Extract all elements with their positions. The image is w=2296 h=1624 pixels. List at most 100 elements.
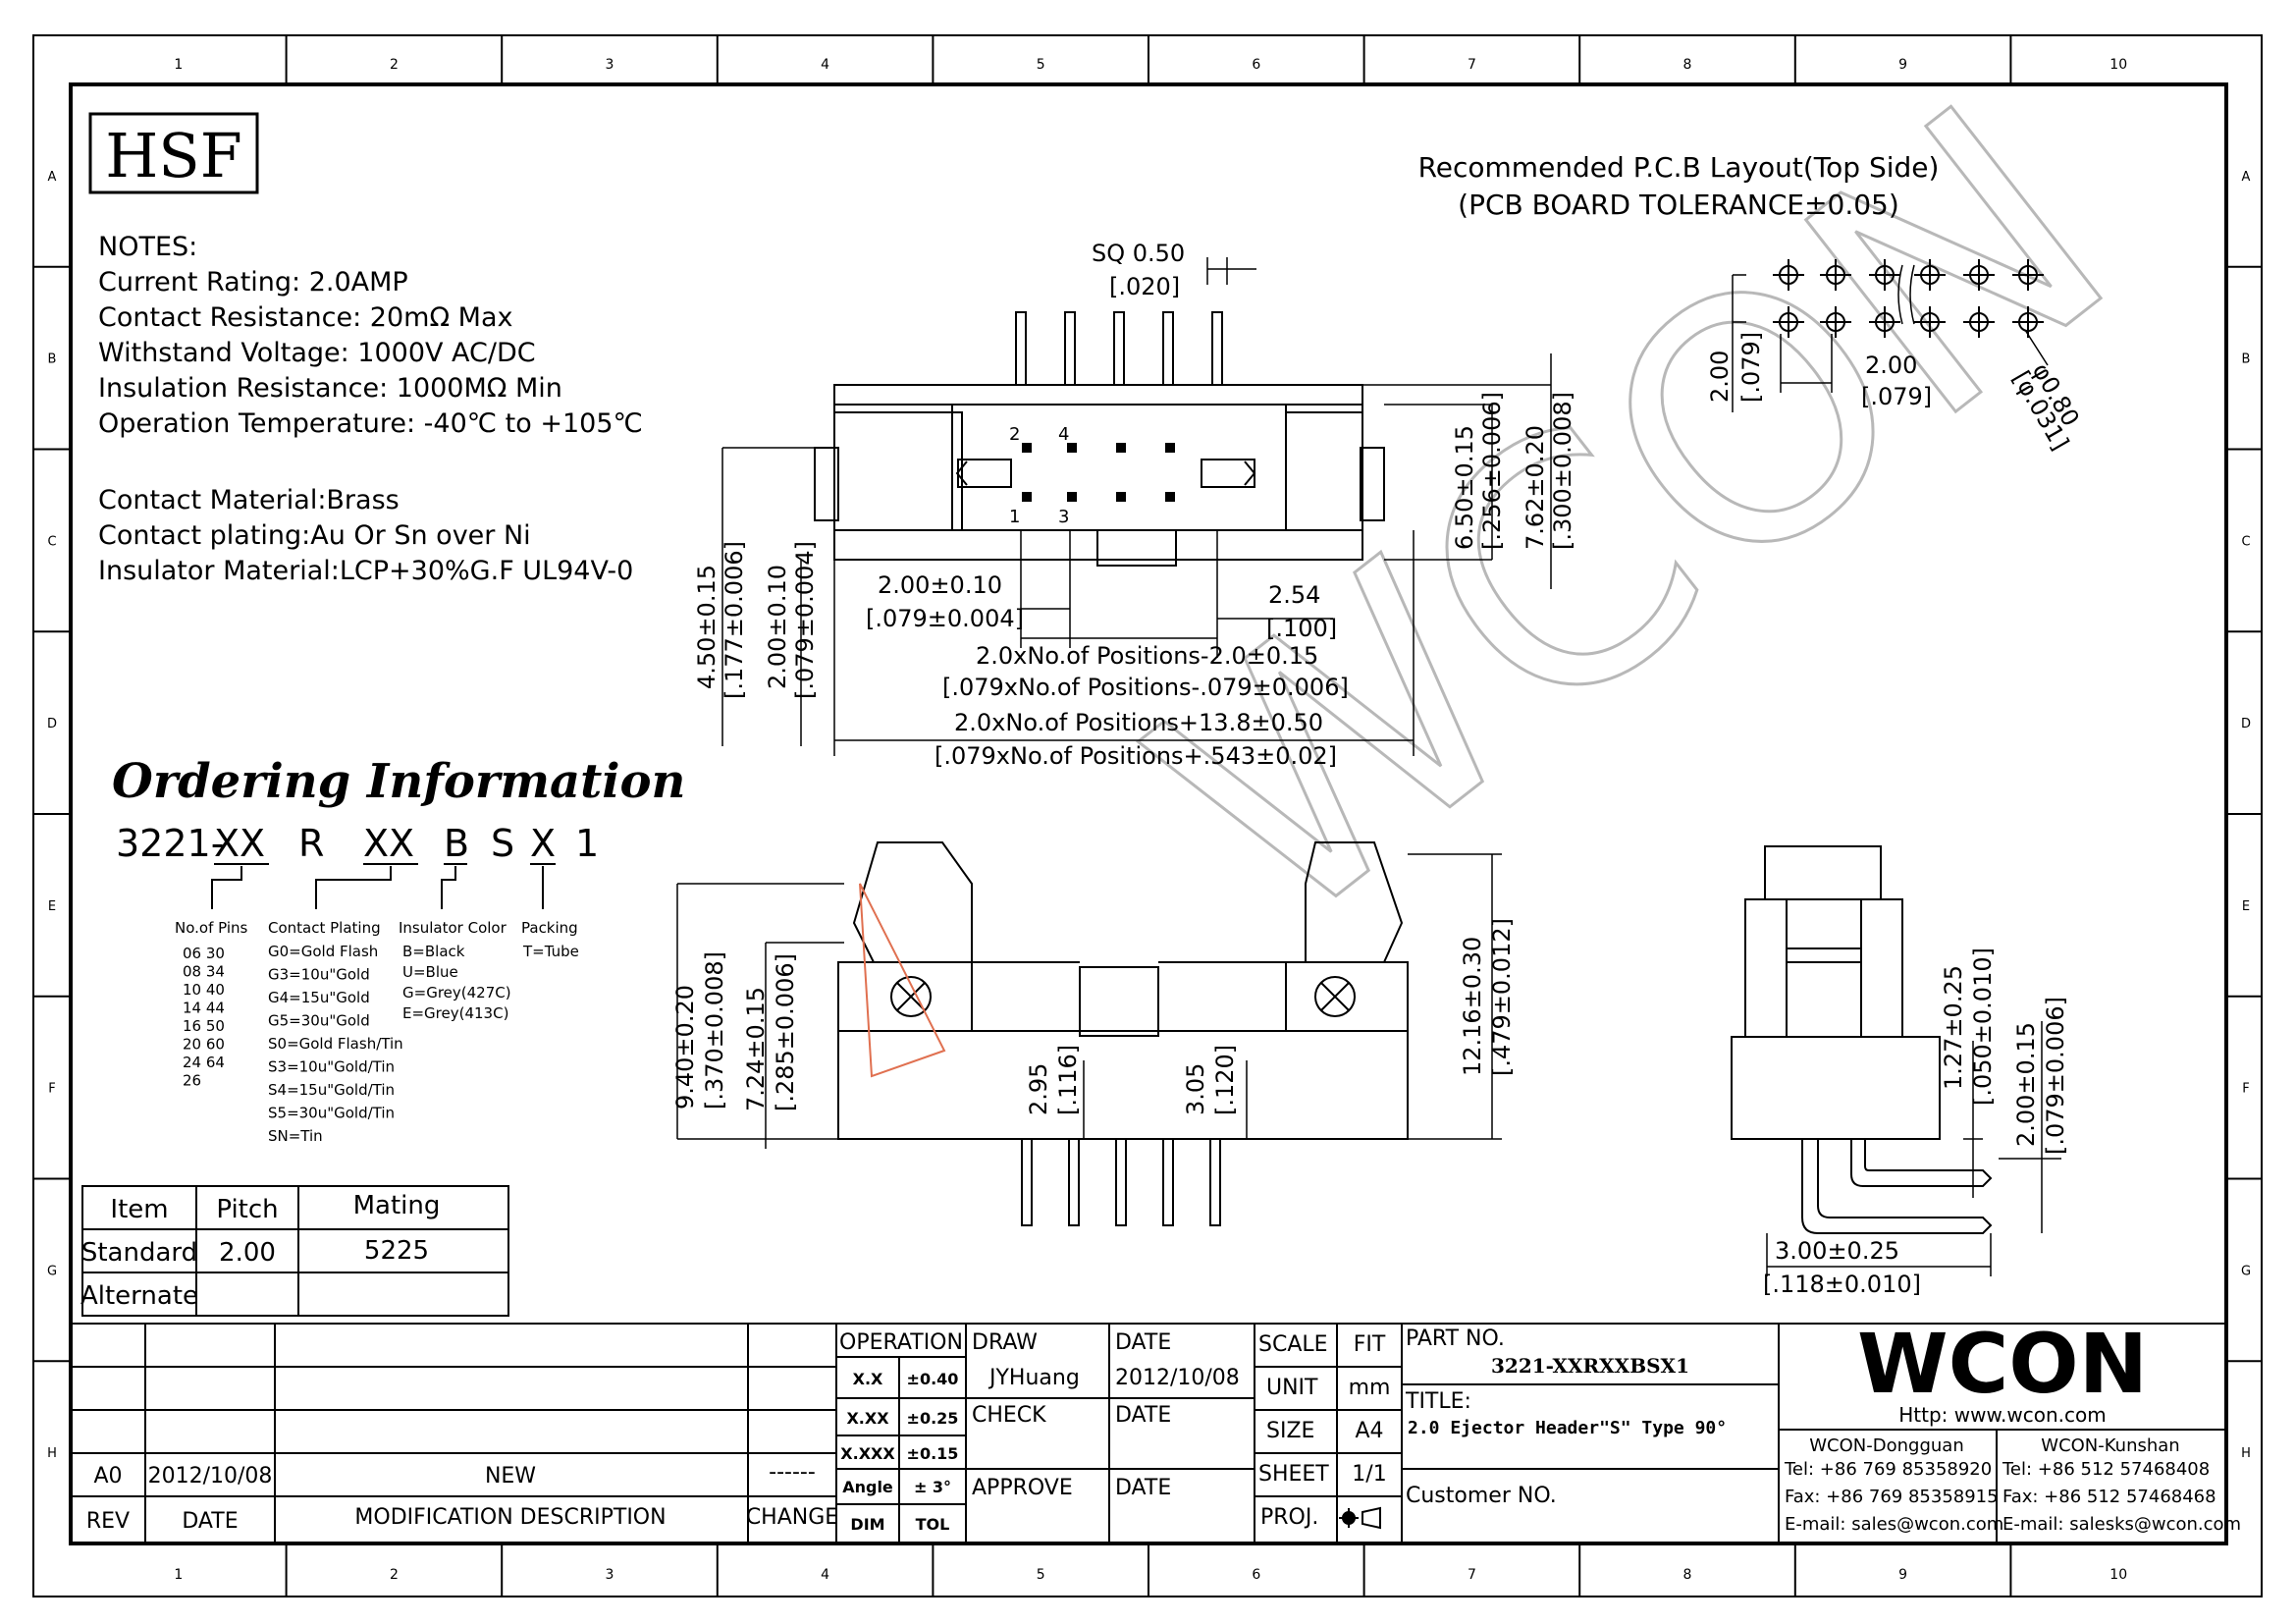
ordering-option: G0=Gold Flash — [268, 943, 378, 960]
mating-header-pitch: Pitch — [216, 1195, 278, 1224]
change-head: CHANGE — [746, 1505, 838, 1530]
frame-col-label: 4 — [821, 1567, 829, 1583]
ordering-option: 16 50 — [183, 1017, 225, 1035]
ordering-option: S5=30u"Gold/Tin — [268, 1105, 395, 1122]
note-line: Contact plating:Au Or Sn over Ni — [98, 520, 531, 551]
dim-940-in: [.370±0.008] — [701, 951, 728, 1110]
mating-cell: Standard — [81, 1238, 197, 1268]
frame-col-label: 9 — [1898, 1567, 1907, 1583]
rev-desc: NEW — [485, 1464, 536, 1489]
dim-h1-in: [.256±0.006] — [1478, 392, 1506, 550]
ordering-option: G5=30u"Gold — [268, 1012, 370, 1030]
ks-fax: Fax: +86 512 57468468 — [2002, 1487, 2216, 1507]
frame-row-label: A — [2242, 170, 2251, 185]
ejector-highlight — [859, 883, 946, 1078]
note-line: Insulator Material:LCP+30%G.F UL94V-0 — [98, 556, 633, 586]
pin — [1064, 311, 1076, 386]
frame-col-label: 7 — [1468, 1567, 1476, 1583]
frame-row-label: F — [48, 1082, 55, 1097]
proj-label: PROJ. — [1260, 1505, 1318, 1530]
code-packing: X — [530, 822, 556, 865]
dim-305-in: [.120] — [1211, 1045, 1239, 1115]
ordering-option: 20 60 — [183, 1036, 225, 1054]
mating-cell: Alternate — [80, 1281, 198, 1311]
pin-label-3: 3 — [1058, 507, 1069, 527]
title-label: TITLE: — [1405, 1389, 1471, 1414]
frame-row-label: C — [2241, 534, 2250, 549]
check-date-label: DATE — [1115, 1403, 1171, 1428]
frame-col-label: 5 — [1037, 1567, 1045, 1583]
pin-label-4: 4 — [1058, 424, 1069, 445]
contact-pad — [1165, 443, 1175, 453]
frame-row-label: H — [47, 1446, 57, 1461]
dg-tel: Tel: +86 769 85358920 — [1784, 1459, 1992, 1480]
code-prefix: 3221- — [116, 822, 224, 865]
contact-pad — [1116, 443, 1126, 453]
dim-sq: SQ 0.50 — [1092, 240, 1185, 267]
frame-col-label: 7 — [1468, 57, 1476, 73]
frame-col-label: 1 — [174, 1567, 183, 1583]
draw-label: DRAW — [972, 1330, 1038, 1355]
company-url: Http: www.wcon.com — [1898, 1403, 2106, 1427]
ks-mail: E-mail: salesks@wcon.com — [2002, 1514, 2241, 1535]
dim-724-in: [.285±0.006] — [772, 953, 799, 1111]
projection-symbol-icon — [1339, 1506, 1381, 1530]
pcb-dim-v-in: [.079] — [1737, 332, 1765, 403]
pin-label-2: 2 — [1009, 424, 1020, 445]
ordering-option: G3=10u"Gold — [268, 966, 370, 984]
operation-label: OPERATION — [839, 1330, 963, 1355]
date-value: 2012/10/08 — [1115, 1366, 1240, 1390]
date-head: DATE — [182, 1509, 238, 1534]
frame-row-label: E — [48, 899, 56, 914]
note-line: Withstand Voltage: 1000V AC/DC — [98, 338, 536, 368]
size-value: A4 — [1355, 1419, 1383, 1443]
tol-key: Angle — [842, 1478, 893, 1496]
note-line: Insulation Resistance: 1000MΩ Min — [98, 373, 562, 404]
frame-col-label: 5 — [1037, 57, 1045, 73]
dim-254: 2.54 — [1268, 581, 1320, 609]
code-pins: XX — [214, 822, 265, 865]
dim-295-in: [.116] — [1054, 1045, 1082, 1115]
front-view: 9.40±0.20 [.370±0.008] 7.24±0.15 [.285±0… — [671, 841, 1516, 1226]
tol-val: ± 3° — [914, 1478, 951, 1496]
frame-zone-ticks — [33, 35, 2262, 1597]
ordering-option: G=Grey(427C) — [402, 984, 511, 1001]
frame-col-label: 8 — [1683, 1567, 1692, 1583]
ordering-option: 26 — [183, 1072, 201, 1090]
frame-col-label: 6 — [1252, 1567, 1260, 1583]
unit-value: mm — [1349, 1376, 1391, 1400]
frame-row-label: G — [2241, 1264, 2251, 1278]
dim-span1: 2.0xNo.of Positions-2.0±0.15 — [976, 642, 1318, 670]
dim-pitch-in: [.079±0.004] — [866, 605, 1024, 632]
dim-h1: 6.50±0.15 — [1451, 425, 1478, 550]
unit-label: UNIT — [1266, 1376, 1318, 1400]
code-plating: XX — [363, 822, 414, 865]
frame-row-label: B — [2242, 352, 2251, 367]
ks-tel: Tel: +86 512 57468408 — [2002, 1459, 2210, 1480]
pin — [1211, 311, 1223, 386]
approve-label: APPROVE — [972, 1476, 1073, 1500]
dim-200-in: [.079±0.006] — [2042, 997, 2069, 1155]
dim-head: DIM — [850, 1515, 884, 1534]
pin-label-1: 1 — [1009, 507, 1020, 527]
frame-col-label: 9 — [1898, 57, 1907, 73]
dim-l2: 2.00±0.10 — [764, 565, 791, 689]
mating-table: Item Pitch Mating Standard 2.00 5225 Alt… — [80, 1185, 509, 1317]
note-line: Contact Resistance: 20mΩ Max — [98, 302, 513, 333]
dim-l2-in: [.079±0.004] — [791, 541, 819, 699]
mating-header-mating: Mating — [353, 1191, 441, 1220]
frame-col-label: 4 — [821, 57, 829, 73]
tol-val: ±0.25 — [907, 1409, 959, 1428]
code-r: R — [298, 822, 324, 865]
dim-l1: 4.50±0.15 — [693, 565, 721, 689]
frame-col-label: 3 — [606, 1567, 614, 1583]
packing-head: Packing — [521, 919, 578, 937]
pin — [1209, 1138, 1221, 1226]
contact-pad — [1022, 492, 1032, 502]
dim-724: 7.24±0.15 — [742, 987, 770, 1111]
ordering-option: S0=Gold Flash/Tin — [268, 1035, 403, 1053]
frame-col-label: 2 — [390, 57, 399, 73]
drawer-name: JYHuang — [988, 1366, 1080, 1390]
check-label: CHECK — [972, 1403, 1046, 1428]
